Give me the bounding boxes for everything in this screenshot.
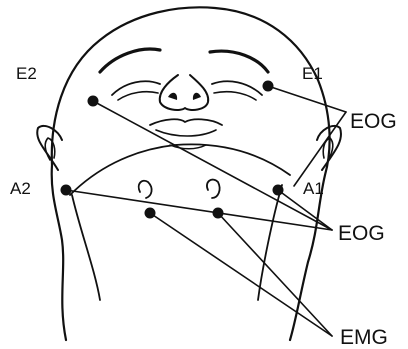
left-throat-mark: [139, 181, 152, 198]
right-eye-lid: [214, 92, 256, 100]
right-throat-mark: [207, 180, 220, 198]
label-e1: E1: [302, 64, 323, 83]
neck-left: [72, 195, 100, 300]
eog-top-to-a1-line: [294, 112, 346, 186]
label-a2: A2: [10, 179, 31, 198]
jaw-line: [70, 144, 290, 195]
electrode-a2: [61, 185, 72, 196]
label-a1: A1: [303, 179, 324, 198]
electrode-e2: [88, 96, 99, 107]
left-ear: [37, 126, 62, 170]
head-illustration: [37, 7, 341, 340]
right-nostril: [193, 93, 201, 100]
leader-lines: [66, 86, 346, 336]
label-eog-top: EOG: [350, 110, 397, 133]
electrode-emg-right: [213, 208, 224, 219]
right-eyebrow: [210, 51, 268, 72]
electrodes: [61, 81, 284, 219]
electrode-a1: [273, 185, 284, 196]
e1-eog-line: [268, 86, 346, 112]
a2-eog-line: [66, 190, 332, 230]
left-eye-lid: [118, 92, 158, 100]
left-nostril: [168, 93, 177, 100]
nose: [160, 75, 208, 110]
left-eyebrow: [100, 49, 160, 72]
label-emg: EMG: [340, 326, 388, 349]
electrode-emg-left: [145, 208, 156, 219]
neck-right: [258, 185, 282, 300]
lower-lip: [156, 130, 216, 136]
label-e2: E2: [16, 64, 37, 83]
label-eog-mid: EOG: [338, 222, 385, 245]
upper-lip: [150, 119, 222, 125]
electrode-e1: [263, 81, 274, 92]
